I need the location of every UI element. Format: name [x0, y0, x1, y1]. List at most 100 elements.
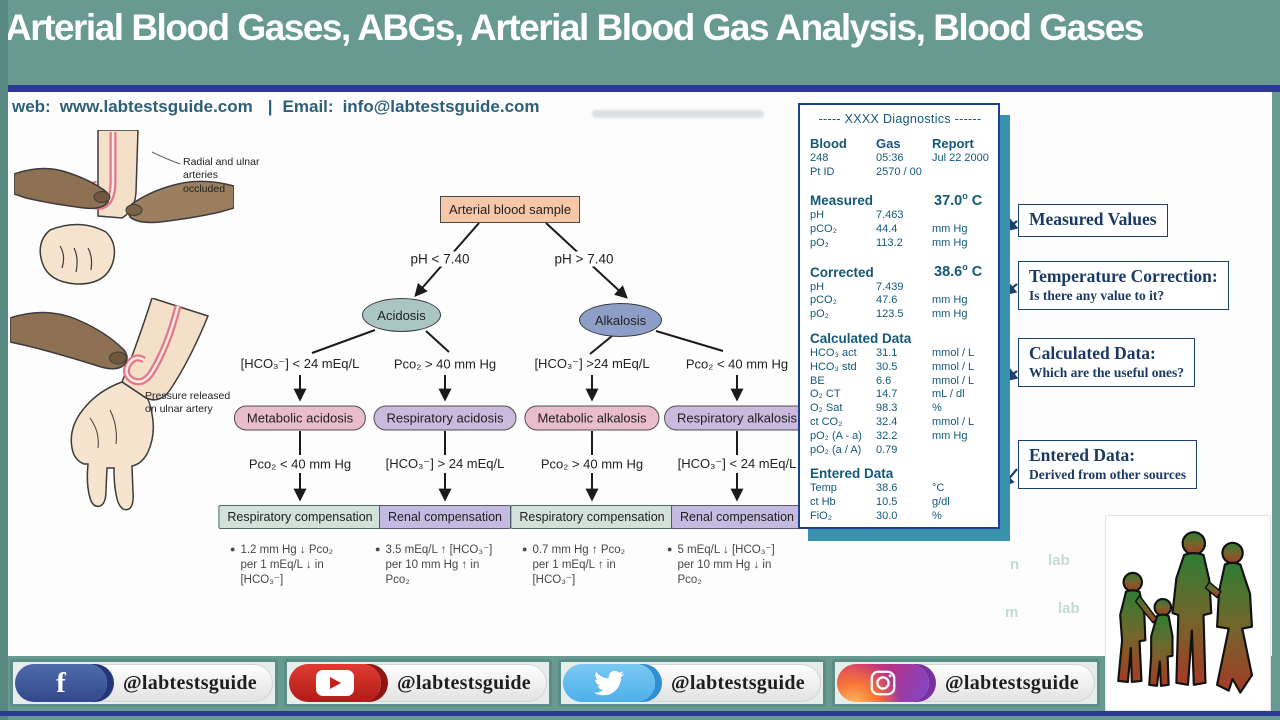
condition-label: Pco₂ > 40 mm Hg — [537, 456, 647, 472]
facebook-badge[interactable]: f@labtestsguide — [10, 659, 278, 707]
report-cell: O₂ Sat — [810, 402, 843, 415]
watermark-fragment: lab — [1058, 600, 1080, 617]
compensation-box: Respiratory compensation — [218, 505, 382, 529]
diagnosis-box: Metabolic acidosis — [233, 405, 367, 431]
report-section-header: Measured 37.0o C — [810, 188, 990, 210]
website-link[interactable]: www.labtestsguide.com — [59, 97, 253, 116]
bullet-icon: ● — [667, 544, 673, 554]
report-cell: % — [932, 510, 942, 522]
family-silhouette — [1117, 531, 1254, 694]
left-frame-edge — [0, 0, 8, 720]
ph-high-label: pH > 7.40 — [550, 251, 618, 267]
callout-box: Calculated Data:Which are the useful one… — [1018, 338, 1196, 387]
child-body — [1148, 613, 1174, 687]
callout-title: Measured Values — [1029, 209, 1157, 229]
report-cell: 47.6 — [876, 294, 898, 307]
knuckle-lines — [59, 245, 93, 273]
report-cell: Jul 22 2000 — [932, 152, 989, 164]
report-cell: Temp — [810, 482, 837, 495]
examiner-left-hand — [14, 167, 110, 210]
report-cell: pO₂ (A - a) — [810, 429, 862, 442]
top-divider — [8, 85, 1280, 92]
report-section-header: Calculated Data — [810, 330, 990, 347]
examiner-thumb — [109, 351, 127, 365]
report-section-title: Measured — [810, 193, 874, 209]
report-cell: Gas — [876, 136, 901, 151]
report-cell: 14.7 — [876, 388, 898, 401]
father-head — [1181, 531, 1207, 556]
report-cell: 32.2 — [876, 429, 898, 442]
report-cell: mm Hg — [932, 237, 968, 250]
social-handle: @labtestsguide — [671, 671, 805, 694]
illustration-caption-occluded: Radial and ulnar arteries occluded — [183, 156, 260, 195]
ph-low-label: pH < 7.40 — [406, 251, 474, 267]
report-cell: % — [932, 402, 942, 415]
youtube-icon — [289, 664, 381, 702]
child-head — [1153, 597, 1173, 617]
callout-box: Entered Data:Derived from other sources — [1018, 440, 1198, 489]
report-section-header: Entered Data — [810, 465, 990, 482]
compensation-box: Respiratory compensation — [510, 505, 674, 529]
faded-watermark-streak — [592, 110, 764, 118]
fist — [39, 223, 116, 285]
report-cell: mm Hg — [932, 223, 968, 236]
condition-label: [HCO₃⁻] >24 mEq/L — [531, 356, 653, 372]
family-silhouette-box — [1106, 516, 1270, 710]
allen-test-occluded-illustration — [14, 130, 234, 285]
report-section-title: Corrected — [810, 264, 874, 280]
callout-title: Calculated Data: — [1029, 343, 1156, 363]
report-data-row: O₂ CT 14.7 mL / dl — [810, 388, 990, 402]
condition-label: Pco₂ < 40 mm Hg — [682, 356, 792, 372]
condition-label: [HCO₃⁻] < 24 mEq/L — [674, 456, 800, 472]
report-cell: HCO₃ act — [810, 347, 857, 360]
youtube-badge[interactable]: @labtestsguide — [284, 659, 552, 707]
report-cell: 7.439 — [876, 280, 904, 293]
email-label: Email: — [282, 97, 334, 116]
callout-subtitle: Is there any value to it? — [1029, 287, 1165, 303]
report-cell: 32.4 — [876, 416, 898, 429]
email-link[interactable]: info@labtestsguide.com — [342, 97, 540, 116]
report-cell: pCO₂ — [810, 294, 837, 307]
social-handle: @labtestsguide — [945, 671, 1079, 694]
bullet-icon: ● — [375, 544, 381, 554]
report-cell: mmol / L — [932, 360, 975, 373]
report-cell: mmol / L — [932, 374, 975, 387]
facebook-icon: f — [15, 664, 107, 702]
instagram-badge[interactable]: @labtestsguide — [832, 659, 1100, 707]
report-temperature: 37.0o C — [934, 190, 983, 209]
mother-body — [1216, 561, 1254, 694]
report-cell: FiO₂ — [810, 510, 832, 522]
report-cell: 05:36 — [876, 152, 904, 164]
report-cell: pO₂ (a / A) — [810, 443, 862, 456]
report-cell: O₂ CT — [810, 388, 841, 401]
report-cell: ct CO₂ — [810, 416, 843, 429]
joined-hands — [1134, 594, 1158, 624]
report-cell: 38.6 — [876, 482, 898, 495]
diagnosis-box: Metabolic alkalosis — [524, 405, 660, 431]
report-cell: 44.4 — [876, 223, 898, 236]
watermark-fragment: m — [1005, 604, 1019, 621]
bottom-divider — [0, 711, 1280, 716]
report-cell: HCO₃ std — [810, 360, 857, 373]
condition-label: [HCO₃⁻] < 24 mEq/L — [237, 356, 363, 372]
social-handle: @labtestsguide — [397, 671, 531, 694]
report-cell: mL / dl — [932, 388, 965, 401]
acidosis-node: Acidosis — [362, 298, 441, 332]
watermark-fragment: lab — [1048, 552, 1070, 569]
report-cell — [932, 209, 990, 223]
report-cell: pH — [810, 209, 825, 222]
artery-core — [125, 305, 180, 383]
callout-subtitle: Which are the useful ones? — [1029, 364, 1185, 380]
joined-hands — [1204, 581, 1222, 599]
twitter-badge[interactable]: @labtestsguide — [558, 659, 826, 707]
report-cell: mmol / L — [932, 416, 975, 429]
